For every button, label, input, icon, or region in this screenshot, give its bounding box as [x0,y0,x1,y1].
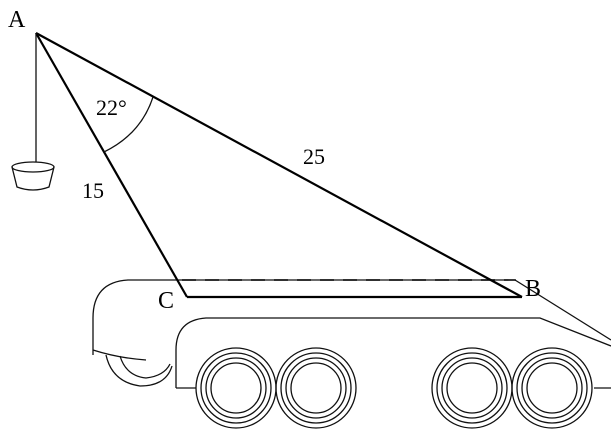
label-b: B [525,276,541,302]
wheel-1 [195,347,277,429]
label-side-ab: 25 [303,144,325,169]
wheel-4 [511,347,593,429]
side-ac [35,32,188,298]
label-side-ac: 15 [82,178,104,203]
bucket-icon [11,161,55,191]
label-a: A [8,7,26,33]
wheel-2 [275,347,357,429]
side-ab [35,32,523,298]
rear-wheels [105,354,173,387]
angle-arc [103,96,154,153]
wheel-3 [431,347,513,429]
label-c: C [158,288,174,314]
triangle-abc [35,32,523,299]
label-angle-a: 22° [96,95,127,120]
